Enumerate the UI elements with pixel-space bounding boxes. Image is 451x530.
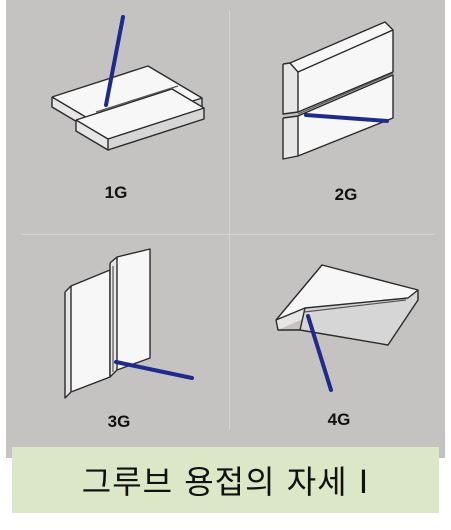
diagram-panel	[6, 0, 445, 458]
label-1g: 1G	[104, 183, 128, 202]
caption-bar: 그루브 용접의 자세 I	[12, 447, 439, 513]
label-4g: 4G	[327, 410, 351, 429]
label-3g: 3G	[107, 412, 131, 431]
caption-text: 그루브 용접의 자세 I	[81, 463, 370, 501]
divider-vertical	[229, 10, 230, 430]
divider-horizontal	[22, 234, 434, 235]
label-2g: 2G	[334, 185, 358, 204]
